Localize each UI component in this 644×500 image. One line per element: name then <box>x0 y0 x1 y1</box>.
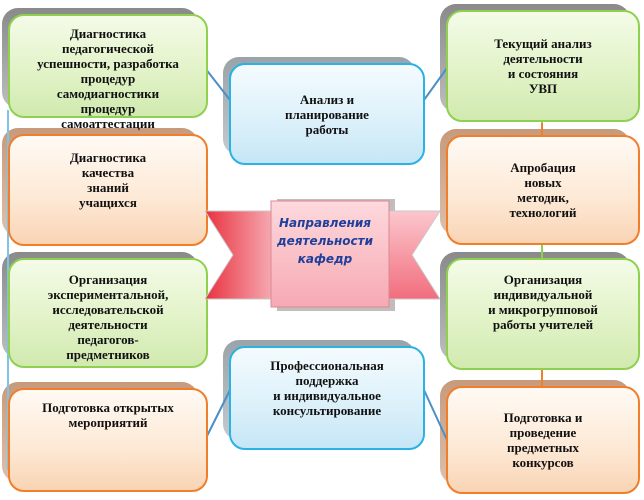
central-ribbon-banner <box>205 199 440 311</box>
box-current-analysis: Текущий анализ деятельности и состояния … <box>440 4 640 122</box>
box-professional-support: Профессиональная поддержка и индивидуаль… <box>223 340 425 450</box>
box-individual-group-work: Организация индивидуальной и микрогруппо… <box>440 252 640 370</box>
box-pedagogical-diagnostics: Диагностика педагогической успешности, р… <box>2 8 208 131</box>
box-experimental-research-activity: Организация экспериментальной, исследова… <box>2 252 208 368</box>
box-analysis-planning: Анализ и планирование работы <box>223 57 425 165</box>
box-knowledge-quality-diagnostics: Диагностика качества знаний учащихся <box>2 128 208 246</box>
diagram-title: Направления деятельности кафедр <box>276 216 374 266</box>
box-open-events-preparation: Подготовка открытых мероприятий <box>2 382 208 492</box>
box-approbation-methods: Апробация новых методик, технологий <box>440 129 640 245</box>
box-subject-contests: Подготовка и проведение предметных конку… <box>440 380 640 494</box>
